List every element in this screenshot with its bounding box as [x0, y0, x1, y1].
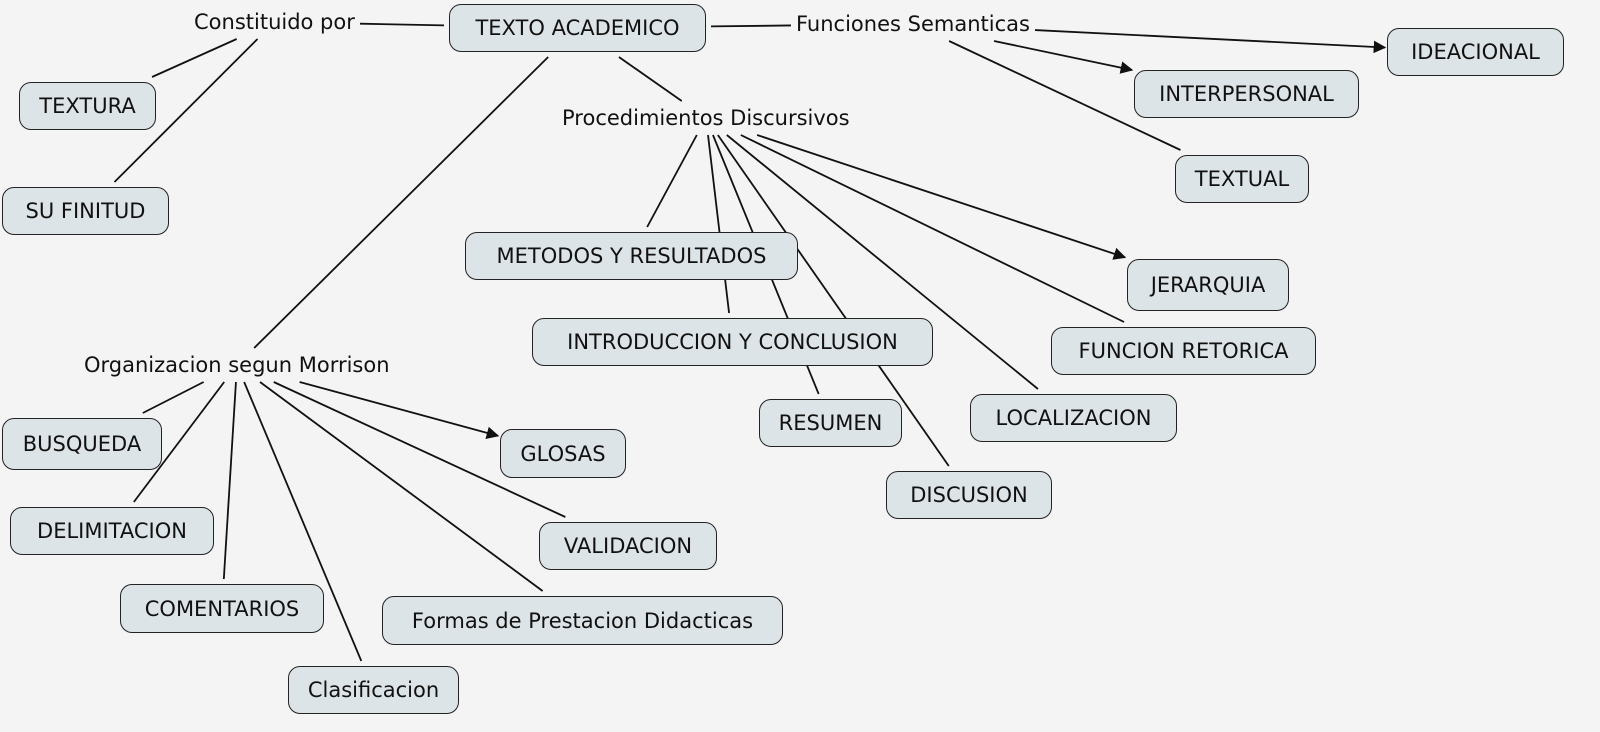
concept-delimitacion[interactable]: DELIMITACION — [10, 507, 214, 555]
link-funciones_semanticas-to-textual — [948, 40, 1181, 151]
link-procedimientos_discursivos-to-introduccion_conclusion — [707, 134, 730, 314]
link-procedimientos_discursivos-to-discusion — [717, 134, 950, 467]
link-organizacion_morrison-to-clasificacion — [243, 381, 363, 662]
concept-formas-prestacion-didacticas[interactable]: Formas de Prestacion Didacticas — [382, 596, 783, 645]
link-procedimientos_discursivos-to-localizacion — [726, 134, 1039, 390]
link-procedimientos_discursivos-to-jerarquia — [756, 134, 1127, 260]
concept-interpersonal[interactable]: INTERPERSONAL — [1134, 70, 1359, 118]
link-constituido_por-to-textura — [151, 38, 238, 78]
link-funciones_semanticas-to-ideacional — [1034, 29, 1387, 54]
link-organizacion_morrison-to-delimitacion — [133, 381, 225, 503]
concept-localizacion[interactable]: LOCALIZACION — [970, 394, 1177, 442]
link-constituido_por-to-su_finitud — [113, 38, 259, 183]
concept-validacion[interactable]: VALIDACION — [539, 522, 717, 570]
linking-phrase-organizacion-morrison: Organizacion segun Morrison — [84, 353, 390, 377]
link-organizacion_morrison-to-validacion — [273, 381, 566, 518]
linking-phrase-constituido-por: Constituido por — [194, 10, 355, 34]
concept-busqueda[interactable]: BUSQUEDA — [2, 418, 162, 470]
link-funciones_semanticas-to-interpersonal — [993, 40, 1134, 74]
concept-su-finitud[interactable]: SU FINITUD — [2, 187, 169, 235]
concept-textura[interactable]: TEXTURA — [19, 82, 156, 130]
link-procedimientos_discursivos-to-metodos_resultados — [646, 134, 698, 228]
linking-phrase-funciones-semanticas: Funciones Semanticas — [796, 12, 1030, 36]
concept-textual[interactable]: TEXTUAL — [1175, 155, 1309, 203]
link-texto_academico-to-funciones_semanticas — [710, 24, 792, 28]
concept-jerarquia[interactable]: JERARQUIA — [1127, 259, 1289, 311]
link-organizacion_morrison-to-formas_prestacion — [259, 381, 544, 592]
concept-discusion[interactable]: DISCUSION — [886, 471, 1052, 519]
link-procedimientos_discursivos-to-funcion_retorica — [740, 134, 1125, 323]
concept-introduccion-conclusion[interactable]: INTRODUCCION Y CONCLUSION — [532, 318, 933, 366]
concept-texto-academico[interactable]: TEXTO ACADEMICO — [449, 4, 706, 52]
concept-funcion-retorica[interactable]: FUNCION RETORICA — [1051, 327, 1316, 375]
link-organizacion_morrison-to-glosas — [299, 381, 500, 439]
concept-glosas[interactable]: GLOSAS — [500, 429, 626, 478]
link-texto_academico-to-organizacion_morrison — [253, 56, 549, 349]
concept-resumen[interactable]: RESUMEN — [759, 399, 902, 447]
concept-clasificacion[interactable]: Clasificacion — [288, 666, 459, 714]
concept-ideacional[interactable]: IDEACIONAL — [1387, 28, 1564, 76]
concept-metodos-resultados[interactable]: METODOS Y RESULTADOS — [465, 232, 798, 280]
link-organizacion_morrison-to-busqueda — [142, 381, 205, 414]
linking-phrase-procedimientos-discursivos: Procedimientos Discursivos — [562, 106, 850, 130]
link-texto_academico-to-constituido_por — [359, 22, 445, 27]
concept-comentarios[interactable]: COMENTARIOS — [120, 584, 324, 633]
link-texto_academico-to-procedimientos_discursivos — [618, 56, 683, 102]
link-organizacion_morrison-to-comentarios — [222, 381, 237, 580]
